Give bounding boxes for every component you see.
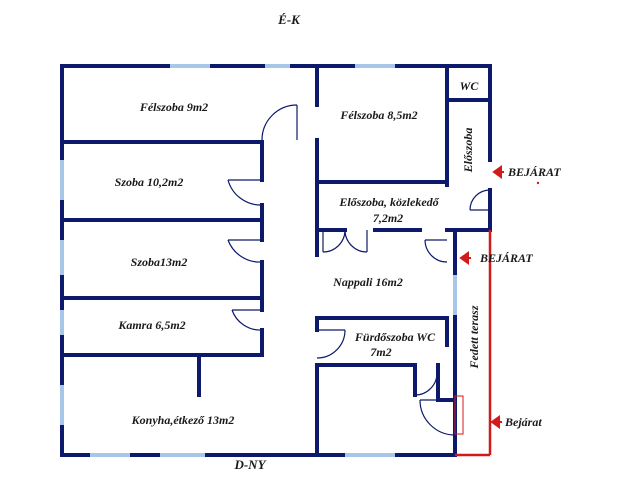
room-label-szoba-10-2: Szoba 10,2m2 bbox=[115, 175, 184, 189]
entrance-label-upper: BEJÁRAT bbox=[507, 165, 561, 179]
outer-walls bbox=[60, 64, 492, 457]
room-label-fedett-terasz: Fedett terasz bbox=[467, 305, 481, 369]
entrance-arrow-icon bbox=[492, 165, 504, 179]
room-label-eloszoba-kozlekedo-area: 7,2m2 bbox=[373, 211, 403, 225]
entrance-label-lower: Bejárat bbox=[504, 415, 542, 429]
compass-north-label: É-K bbox=[277, 12, 301, 27]
entrance-arrow-icon bbox=[459, 251, 471, 265]
room-label-konyha: Konyha,étkező 13m2 bbox=[131, 413, 235, 427]
room-label-kamra: Kamra 6,5m2 bbox=[117, 318, 185, 332]
room-label-felszoba-9: Félszoba 9m2 bbox=[139, 100, 208, 114]
room-label-eloszoba-kozlekedo: Előszoba, közlekedő bbox=[338, 195, 439, 209]
entrance-label-middle: BEJÁRAT bbox=[479, 251, 533, 265]
room-label-furdoszoba: Fürdőszoba WC bbox=[354, 330, 436, 344]
room-label-felszoba-8-5: Félszoba 8,5m2 bbox=[339, 108, 417, 122]
room-label-szoba-13: Szoba13m2 bbox=[131, 255, 188, 269]
entrance-arrows bbox=[459, 165, 540, 429]
room-label-nappali: Nappali 16m2 bbox=[332, 275, 403, 289]
room-label-wc: WC bbox=[460, 79, 480, 93]
windows bbox=[60, 64, 457, 457]
interior-walls bbox=[60, 64, 492, 457]
terrace-outline bbox=[455, 230, 492, 457]
room-label-furdoszoba-area: 7m2 bbox=[370, 345, 391, 359]
room-label-eloszoba: Előszoba bbox=[461, 128, 475, 174]
compass-south-label: D-NY bbox=[233, 457, 266, 472]
doors bbox=[227, 104, 491, 436]
entrance-arrow-icon bbox=[490, 415, 502, 429]
